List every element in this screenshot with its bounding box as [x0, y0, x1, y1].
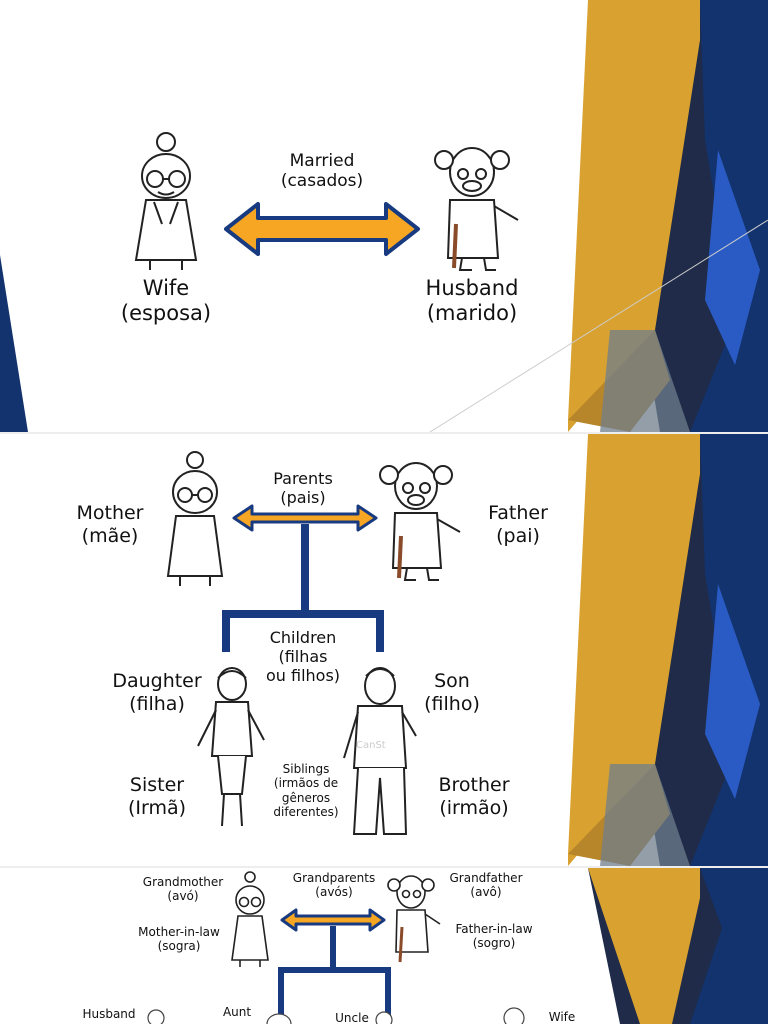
children-label-line-2: (filhas [253, 647, 353, 666]
husband-small-figure [144, 1008, 168, 1024]
grandmother-label-line-2: (avó) [128, 889, 238, 903]
mother-label: Mother (mãe) [60, 502, 160, 548]
mother-label-line-2: (mãe) [60, 525, 160, 548]
daughter-label-line-1: Daughter [104, 670, 210, 693]
sister-label: Sister (Irmã) [112, 774, 202, 820]
slide-parents-children: CanSt Parents (pais) Mother (mãe) Father… [0, 434, 768, 866]
husband-label-line-2: (marido) [408, 301, 536, 326]
slide-grandparents: Grandmother (avó) Grandparents (avós) Gr… [0, 868, 768, 1024]
parents-label: Parents (pais) [248, 469, 358, 507]
brother-label: Brother (irmão) [424, 774, 524, 820]
mother-in-law-label-line-2: (sogra) [126, 939, 232, 953]
married-label-line-1: Married [272, 151, 372, 171]
sister-label-line-2: (Irmã) [112, 797, 202, 820]
grandmother-label: Grandmother (avó) [128, 875, 238, 904]
brother-label-line-1: Brother [424, 774, 524, 797]
grandparents-label-line-2: (avós) [284, 885, 384, 899]
grandparents-label-line-1: Grandparents [284, 871, 384, 885]
wife-label: Wife (esposa) [100, 276, 232, 326]
grandfather-label-line-1: Grandfather [436, 871, 536, 885]
parents-label-line-2: (pais) [248, 488, 358, 507]
siblings-label-line-3: gêneros [264, 791, 348, 805]
grandfather-label: Grandfather (avô) [436, 871, 536, 900]
brother-label-line-2: (irmão) [424, 797, 524, 820]
mother-label-line-1: Mother [60, 502, 160, 525]
siblings-label: Siblings (irmãos de gêneros diferentes) [264, 762, 348, 820]
grandparents-label: Grandparents (avós) [284, 871, 384, 900]
children-label-line-3: ou filhos) [253, 666, 353, 685]
parents-label-line-1: Parents [248, 469, 358, 488]
grandfather-label-line-2: (avô) [436, 885, 536, 899]
siblings-label-line-4: diferentes) [264, 805, 348, 819]
husband-label-line-1: Husband [408, 276, 536, 301]
father-in-law-label-line-2: (sogro) [442, 936, 546, 950]
grandmother-label-line-1: Grandmother [128, 875, 238, 889]
wife-small-figure [500, 1006, 528, 1024]
uncle-small-figure [372, 1010, 396, 1024]
son-label: Son (filho) [412, 670, 492, 716]
sister-label-line-1: Sister [112, 774, 202, 797]
siblings-label-line-2: (irmãos de [264, 776, 348, 790]
wife-label: Wife [536, 1010, 588, 1024]
grandfather-figure [432, 140, 522, 272]
husband-label: Husband (marido) [408, 276, 536, 326]
father-label-line-2: (pai) [468, 525, 568, 548]
mother-in-law-label-line-1: Mother-in-law [126, 925, 232, 939]
father-label-line-1: Father [468, 502, 568, 525]
watermark-text: CanSt [356, 740, 386, 751]
aunt-small-figure [264, 1012, 294, 1024]
married-label: Married (casados) [272, 151, 372, 192]
married-arrow [220, 200, 424, 258]
married-label-line-2: (casados) [272, 171, 372, 191]
daughter-label-line-2: (filha) [104, 693, 210, 716]
wife-label-line-2: (esposa) [100, 301, 232, 326]
son-label-line-2: (filho) [412, 693, 492, 716]
daughter-label: Daughter (filha) [104, 670, 210, 716]
father-in-law-label-line-1: Father-in-law [442, 922, 546, 936]
siblings-label-line-1: Siblings [264, 762, 348, 776]
wife-label-line-1: Wife [100, 276, 232, 301]
mother-in-law-label: Mother-in-law (sogra) [126, 925, 232, 954]
uncle-label: Uncle [326, 1011, 378, 1024]
aunt-label: Aunt [214, 1005, 260, 1019]
son-label-line-1: Son [412, 670, 492, 693]
husband-label: Husband [74, 1007, 144, 1021]
children-label-line-1: Children [253, 628, 353, 647]
grandmother-figure [128, 128, 204, 272]
father-label: Father (pai) [468, 502, 568, 548]
slide-married: Married (casados) Wife (esposa) Husband … [0, 0, 768, 432]
father-in-law-label: Father-in-law (sogro) [442, 922, 546, 951]
children-label: Children (filhas ou filhos) [253, 628, 353, 686]
